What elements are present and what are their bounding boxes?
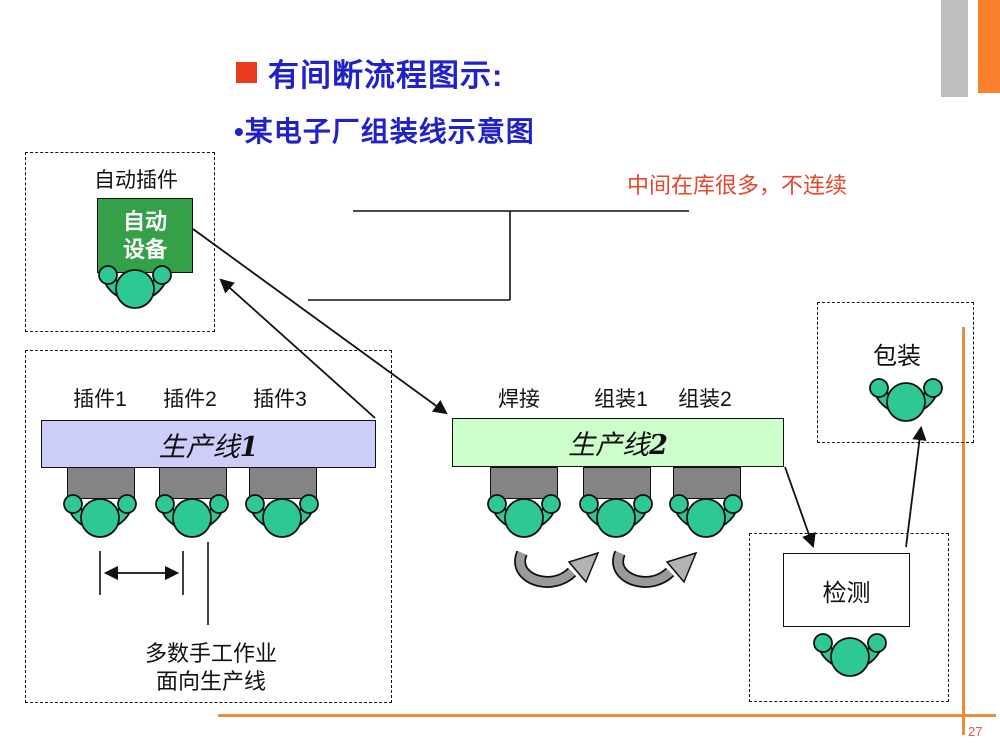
auto-insert-label: 自动插件 (94, 169, 178, 192)
line1-station-label-3: 插件3 (253, 388, 307, 411)
worker-icon-line2-1 (486, 491, 562, 549)
worker-icon-line2-3 (668, 491, 744, 549)
line2-bar-label: 生产线2 (568, 430, 668, 461)
curved-arrow-icon-2 (612, 550, 698, 589)
auto-machine-text-2: 设备 (122, 236, 167, 262)
line1-note-line2: 面向生产线 (155, 669, 266, 695)
decor-orange-bar (978, 0, 1000, 93)
line2-station-desk-2 (583, 467, 651, 499)
worker-icon-auto (97, 262, 173, 320)
inspection-label: 检测 (822, 579, 871, 607)
decor-gray-bar (941, 0, 968, 97)
inspection-box: 检测 (783, 553, 910, 627)
packing-label: 包装 (873, 343, 921, 370)
decor-vertical-line (962, 327, 965, 735)
line2-station-desk-3 (673, 467, 741, 499)
worker-icon-line1-1 (62, 491, 138, 549)
worker-icon-packing (868, 375, 944, 433)
line2-station-label-3: 组装2 (678, 388, 732, 411)
line1-note: 多数手工作业 面向生产线 (111, 640, 311, 696)
arrow-inspection-to-packing (905, 425, 927, 548)
line2-station-desk-1 (490, 467, 558, 499)
line1-note-line1: 多数手工作业 (144, 641, 277, 666)
line1-station-desk-1 (67, 467, 135, 499)
worker-icon-line2-2 (578, 491, 654, 549)
auto-machine-box: 自动 设备 (97, 198, 193, 273)
line1-station-label-2: 插件2 (163, 388, 217, 411)
auto-machine-text-1: 自动 (122, 209, 167, 234)
worker-icon-line1-2 (154, 491, 230, 549)
line2-station-label-2: 组装1 (594, 388, 648, 411)
annotation-text: 中间在库很多，不连续 (627, 173, 848, 198)
square-bullet-icon (236, 62, 257, 83)
worker-icon-inspection (812, 630, 888, 688)
line1-bar: 生产线1 (41, 420, 376, 468)
line2-station-label-1: 焊接 (498, 388, 540, 411)
curved-arrow-icon-1 (514, 550, 600, 589)
inspection-group-box (749, 533, 949, 702)
slide-title: 有间断流程图示: (236, 50, 503, 95)
line2-bar: 生产线2 (452, 418, 784, 467)
line1-station-label-1: 插件1 (73, 388, 127, 411)
packing-group-box (817, 302, 974, 443)
line1-bar-label: 生产线1 (158, 431, 259, 463)
title-text: 有间断流程图示: (268, 58, 504, 93)
line1-station-desk-3 (249, 467, 317, 499)
page-number: 27 (968, 724, 983, 739)
step-bracket-lines (308, 210, 689, 301)
worker-icon-line1-3 (244, 491, 320, 549)
decor-bottom-line (218, 714, 996, 717)
slide-subtitle: •某电子厂组装线示意图 (234, 116, 535, 147)
